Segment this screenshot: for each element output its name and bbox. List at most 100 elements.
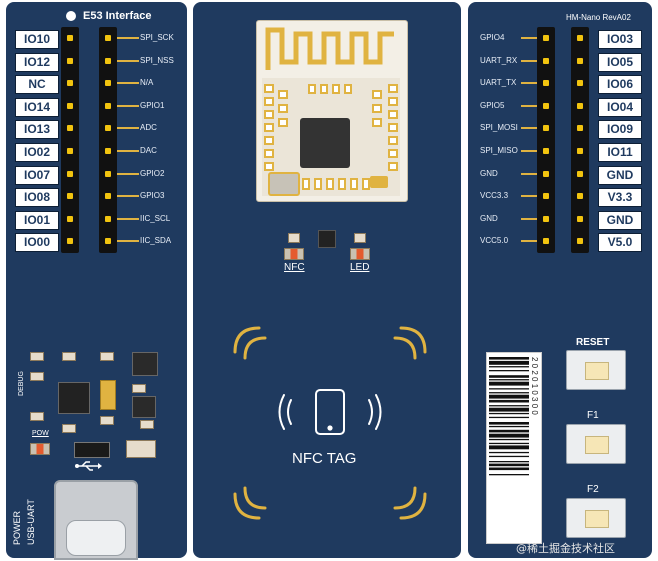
left-pin-label: IO10 xyxy=(15,30,59,49)
right-pin-label: IO11 xyxy=(598,143,642,162)
left-pin-label: IO08 xyxy=(15,188,59,208)
right-pin-label: GND xyxy=(598,210,642,230)
header-pin xyxy=(577,102,583,109)
pin-trace xyxy=(117,59,139,62)
smd-component xyxy=(30,352,44,361)
header-pin xyxy=(577,193,583,200)
header-pin xyxy=(67,215,73,222)
usb-icon xyxy=(75,461,102,471)
module-pad xyxy=(264,136,274,145)
right-signal-label: VCC5.0 xyxy=(480,236,509,246)
header-pin xyxy=(105,170,111,177)
module-pad xyxy=(350,178,358,190)
module-pad xyxy=(278,90,288,99)
left-signal-label: IIC_SCL xyxy=(140,213,171,223)
right-signal-label: GND xyxy=(480,213,498,223)
barcode-bar xyxy=(489,429,529,433)
header-pin xyxy=(67,125,73,132)
header-pin xyxy=(577,148,583,154)
header-pin xyxy=(67,57,73,64)
left-signal-label: DAC xyxy=(140,146,157,155)
nfc-led-indicator xyxy=(284,248,304,260)
left-pin-label: IO02 xyxy=(15,143,59,162)
left-signal-label: IIC_SDA xyxy=(140,236,172,246)
left-signal-label: SPI_NSS xyxy=(140,55,174,65)
smd-component xyxy=(30,372,44,381)
header-pin xyxy=(543,215,549,222)
left-pin-label: NC xyxy=(15,75,59,95)
module-chip xyxy=(300,118,350,168)
header-pin xyxy=(105,215,111,222)
right-pin-label: IO03 xyxy=(598,30,642,49)
f1-label: F1 xyxy=(587,410,599,421)
module-pad xyxy=(264,110,274,119)
module-pad xyxy=(278,118,288,127)
barcode-bar xyxy=(489,433,529,438)
header-pin xyxy=(577,35,583,41)
f2-button[interactable] xyxy=(566,498,626,538)
header-pin xyxy=(543,238,549,245)
header-pin xyxy=(577,80,583,87)
pow-label: POW xyxy=(32,430,49,437)
header-pin xyxy=(543,102,549,109)
pin-trace xyxy=(521,172,537,175)
pin-trace xyxy=(117,217,139,220)
header-pin xyxy=(105,193,111,200)
barcode-bar xyxy=(489,370,529,372)
usb-c-connector[interactable] xyxy=(54,480,138,560)
header-pin xyxy=(577,170,583,177)
header-pin xyxy=(543,57,549,64)
right-pin-label: GND xyxy=(598,165,642,185)
pin-trace xyxy=(117,82,139,85)
module-pad xyxy=(372,118,382,127)
pin-trace xyxy=(117,127,139,130)
barcode-bar xyxy=(489,445,529,450)
barcode-bar xyxy=(489,375,529,378)
header-pin xyxy=(105,80,111,87)
header-pin xyxy=(67,193,73,200)
smd-component xyxy=(62,424,76,433)
pin-trace xyxy=(521,59,537,62)
fuse xyxy=(126,440,156,458)
header-pin xyxy=(67,80,73,87)
barcode-bar xyxy=(489,360,529,365)
smd-component xyxy=(30,412,44,421)
barcode-bar xyxy=(489,451,529,454)
module-pad xyxy=(388,162,398,171)
module-pad xyxy=(264,149,274,158)
led-resistor xyxy=(354,233,366,243)
debug-label: DEBUG xyxy=(18,371,25,396)
barcode-bar xyxy=(489,416,529,419)
barcode-bar xyxy=(489,399,529,403)
module-pad xyxy=(388,149,398,158)
module-pad xyxy=(388,97,398,106)
left-pin-label: IO00 xyxy=(15,233,59,253)
usb-uart-label: USB-UART xyxy=(26,499,36,545)
pcb-antenna xyxy=(265,27,394,70)
left-pin-label: IO13 xyxy=(15,120,59,140)
barcode-bar xyxy=(489,392,529,394)
smd-component xyxy=(140,420,154,429)
nfc-tag-label: NFC TAG xyxy=(292,450,357,467)
power-label: POWER xyxy=(12,510,22,545)
module-pad xyxy=(372,90,382,99)
pin-trace xyxy=(117,37,139,39)
f1-button[interactable] xyxy=(566,424,626,464)
header-pin xyxy=(577,215,583,222)
module-pad xyxy=(388,110,398,119)
header-pin xyxy=(543,170,549,177)
nfc-led-label: NFC xyxy=(284,262,305,273)
module-pad xyxy=(278,104,288,113)
right-signal-label: GPIO4 xyxy=(480,33,505,42)
pin-trace xyxy=(521,217,537,220)
smd-component xyxy=(62,352,76,361)
barcode-bar xyxy=(489,366,529,368)
barcode-bar xyxy=(489,467,529,471)
pow-led-indicator xyxy=(30,443,50,455)
header-pin xyxy=(577,238,583,245)
reset-button[interactable] xyxy=(566,350,626,390)
header-pin xyxy=(67,148,73,154)
left-pin-header-outer xyxy=(61,27,79,253)
pin-trace xyxy=(117,172,139,175)
